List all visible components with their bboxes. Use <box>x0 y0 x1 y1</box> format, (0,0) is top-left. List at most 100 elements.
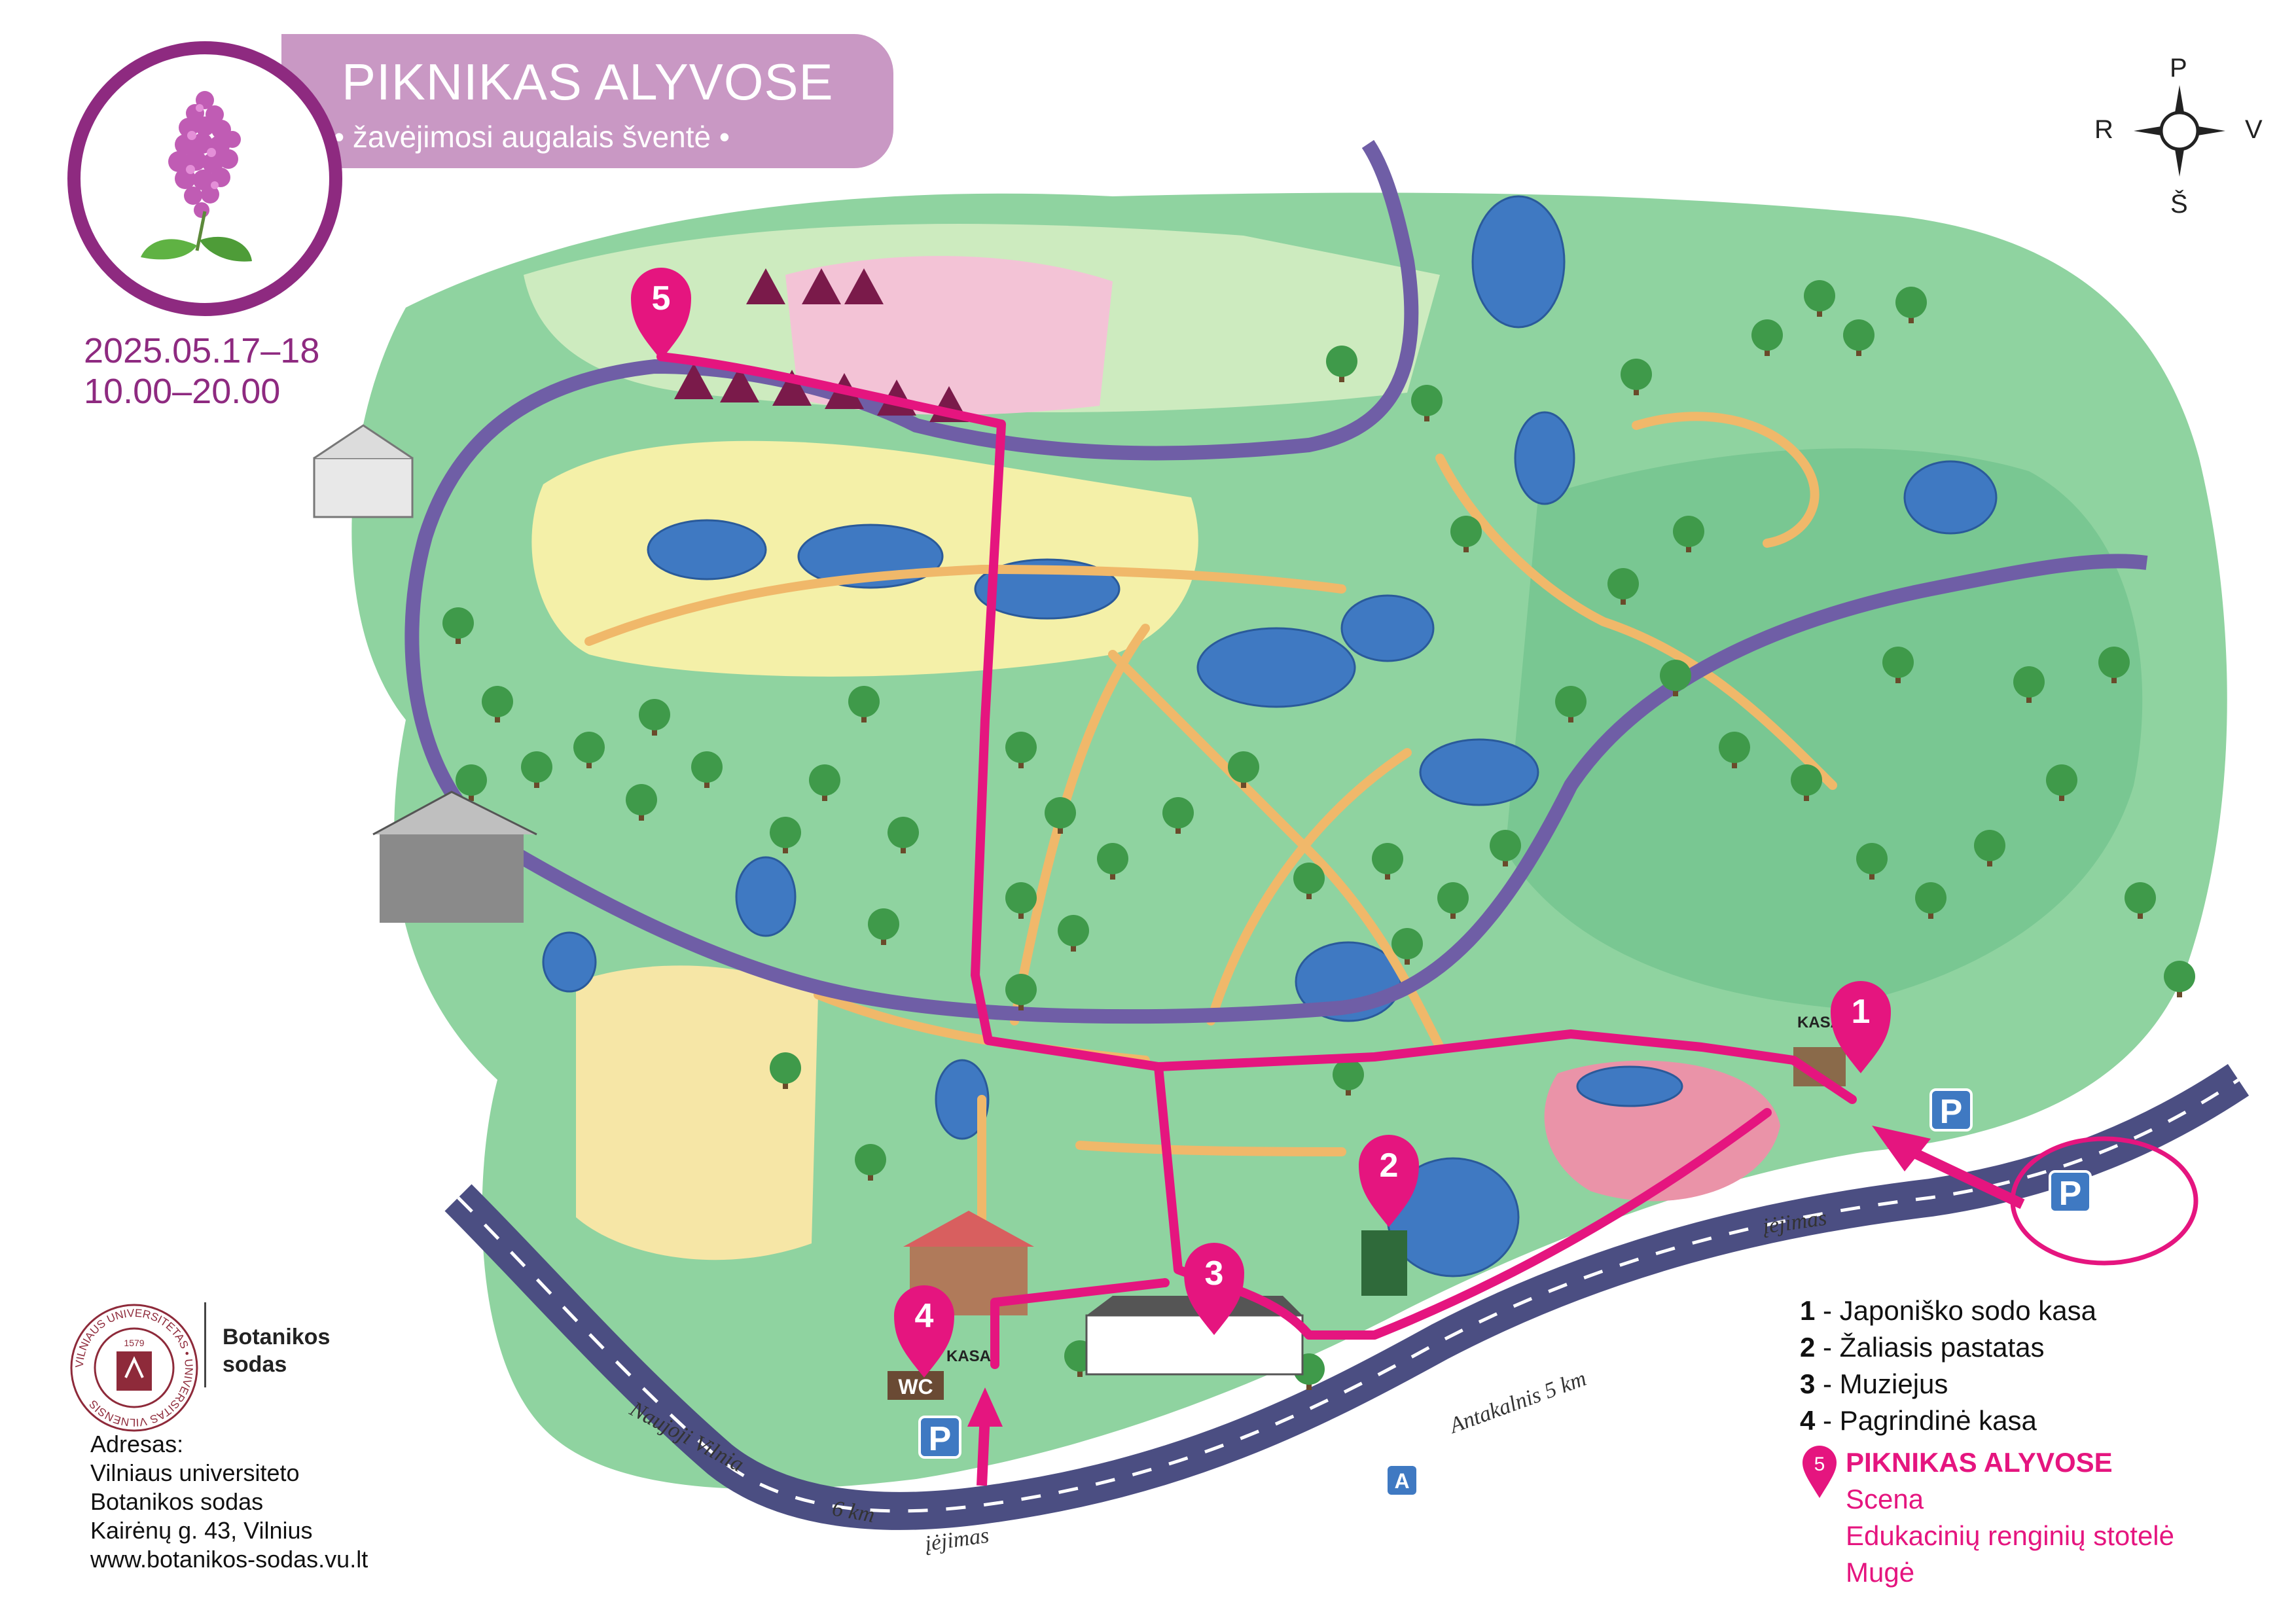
tree-icon <box>1411 385 1443 421</box>
compass-north: P <box>2170 54 2187 82</box>
tree-icon <box>521 751 552 788</box>
tree-icon <box>2046 764 2077 801</box>
org-name-line: sodas <box>223 1352 287 1377</box>
tree-icon <box>456 764 487 801</box>
legend-event-title: PIKNIKAS ALYVOSE <box>1846 1447 2113 1478</box>
parking-signs[interactable]: P P P <box>918 1088 2092 1459</box>
arrow-head-icon <box>967 1387 1003 1427</box>
tree-icon <box>1162 797 1194 834</box>
event-pin-icon: 5 <box>1803 1446 1837 1498</box>
barn-icon <box>372 791 537 923</box>
tree-icon <box>888 817 919 853</box>
title-banner <box>281 34 893 168</box>
parking-sign-icon: P <box>2049 1170 2092 1213</box>
address-line: Kairėnų g. 43, Vilnius <box>90 1517 313 1544</box>
lilac-icon <box>141 91 252 262</box>
compass-rose-icon <box>2134 85 2225 177</box>
green-building-icon <box>1361 1230 1407 1296</box>
tree-icon <box>2098 647 2130 683</box>
map-pins[interactable]: 1 2 3 4 5 <box>631 268 1891 1378</box>
tree-icon <box>2013 666 2045 703</box>
tree-icon <box>1621 359 1652 395</box>
map-pin-3[interactable]: 3 <box>1184 1243 1244 1335</box>
page-title: PIKNIKAS ALYVOSE <box>342 53 834 111</box>
buildings <box>313 424 1846 1376</box>
pin-number: 2 <box>1380 1147 1399 1185</box>
compass-east: V <box>2245 115 2263 144</box>
page-subtitle: • žavėjimosi augalais šventė • <box>334 120 730 154</box>
legend-event-line: Edukacinių renginių stotelė <box>1846 1520 2174 1551</box>
parking-label: P <box>1940 1093 1963 1131</box>
tree-icon <box>1856 843 1888 880</box>
legend-event: 5 PIKNIKAS ALYVOSE Scena Edukacinių reng… <box>1800 1444 2174 1591</box>
pond <box>735 856 797 937</box>
tree-icon <box>1660 660 1691 696</box>
bus-stop-sign[interactable]: A <box>1388 1466 1416 1495</box>
greenhouse-icon <box>313 424 414 518</box>
tree-icon <box>626 784 657 821</box>
tree-icon <box>1005 882 1037 919</box>
tree-icon <box>442 607 474 644</box>
ponds <box>542 195 1998 1277</box>
tree-icon <box>1882 647 1914 683</box>
tree-icon <box>1974 830 2005 866</box>
tent-icon <box>802 268 841 304</box>
arrow-head-icon <box>1872 1126 1931 1171</box>
event-date: 2025.05.17–18 <box>84 331 320 370</box>
tree-icon <box>868 908 899 945</box>
route-arrow <box>1895 1140 2025 1209</box>
tent-icon <box>746 268 785 304</box>
legend-event-line: Mugė <box>1846 1557 1915 1588</box>
tree-icon <box>770 1052 801 1089</box>
map-pin-5[interactable]: 5 <box>631 268 691 360</box>
legend-item: 4 - Pagrindinė kasa <box>1800 1405 2037 1436</box>
tent-icon <box>674 363 713 399</box>
external-parking-area[interactable] <box>2010 1136 2198 1266</box>
tree-icon <box>1895 287 1927 323</box>
tree-icon <box>1333 1059 1364 1096</box>
ring-road-east <box>507 554 2148 1024</box>
org-name-line: Botanikos <box>223 1325 331 1349</box>
tree-icon <box>1915 882 1946 919</box>
map-pin-4[interactable]: 4 <box>894 1285 954 1378</box>
tree-icon <box>1326 346 1357 382</box>
tree-icon <box>691 751 723 788</box>
legend-item: 1 - Japoniško sodo kasa <box>1800 1295 2096 1326</box>
tree-icon <box>1791 764 1822 801</box>
bus-stop-label: A <box>1394 1469 1409 1493</box>
pond <box>1196 627 1356 708</box>
veg-plots <box>576 965 818 1260</box>
tree-icon <box>809 764 840 801</box>
pin-marker-icon <box>1831 981 1891 1073</box>
tree-icon <box>1719 732 1750 768</box>
parking-label: P <box>929 1420 952 1458</box>
university-year: 1579 <box>124 1338 144 1348</box>
tree-icon <box>1437 882 1469 919</box>
pin-number: 4 <box>915 1297 934 1335</box>
pin-marker-icon <box>1359 1135 1419 1227</box>
tree-icon <box>1228 751 1259 788</box>
pin-marker-icon <box>631 268 691 360</box>
tree-icon <box>1391 928 1423 965</box>
pin-marker-icon <box>894 1285 954 1378</box>
legend-item: 3 - Muziejus <box>1800 1368 1948 1399</box>
map-pin-1[interactable]: 1 <box>1831 981 1891 1073</box>
tree-icon <box>1372 843 1403 880</box>
tree-icon <box>639 699 670 736</box>
tent-icon <box>772 370 812 406</box>
tree-icon <box>2125 882 2156 919</box>
address-line[interactable]: www.botanikos-sodas.vu.lt <box>90 1546 368 1573</box>
road-label-antakalnis: Antakalnis 5 km <box>1445 1366 1589 1438</box>
map-pin-2[interactable]: 2 <box>1359 1135 1419 1227</box>
legend-pin-number: 5 <box>1814 1454 1825 1475</box>
pond <box>1471 195 1566 329</box>
tree-icon <box>1607 568 1639 605</box>
parking-label: P <box>2059 1175 2082 1213</box>
pin-marker-icon <box>1184 1243 1244 1335</box>
tree-icon <box>482 686 513 722</box>
tree-icon <box>770 817 801 853</box>
tree-icon <box>1751 319 1783 356</box>
pond <box>935 1059 990 1140</box>
tree-icon <box>1555 686 1587 722</box>
